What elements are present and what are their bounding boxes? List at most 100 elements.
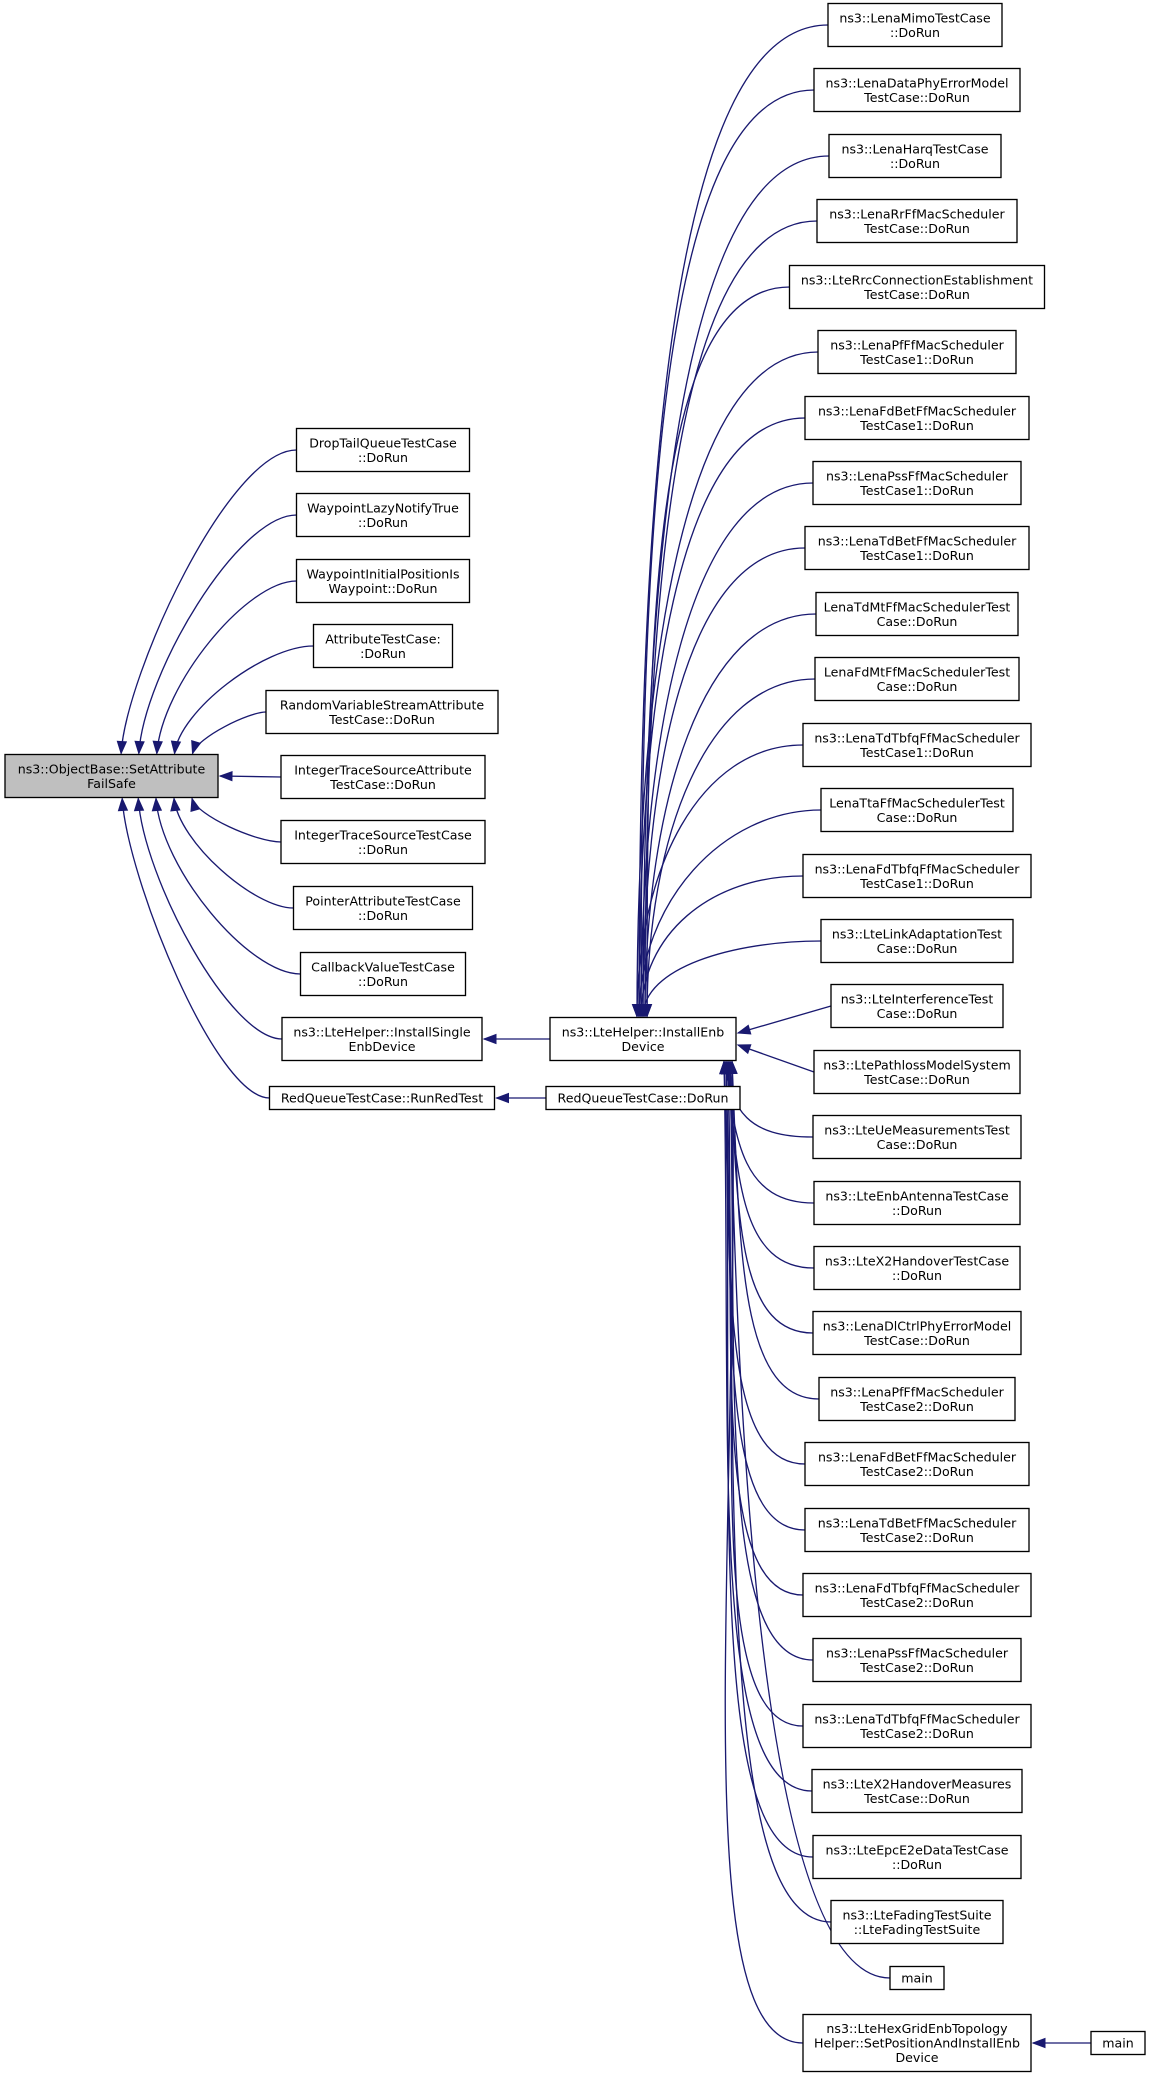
node-droptail[interactable]: DropTailQueueTestCase::DoRun bbox=[295, 427, 471, 473]
node-label-inttraceattr-line-0: IntegerTraceSourceAttribute bbox=[294, 762, 472, 777]
node-box-waypointinit[interactable] bbox=[295, 558, 471, 604]
node-pointerattr[interactable]: PointerAttributeTestCase::DoRun bbox=[292, 885, 474, 931]
node-box-attributetc[interactable] bbox=[312, 623, 454, 669]
node-c19[interactable]: ns3::LteEnbAntennaTestCase::DoRun bbox=[813, 1180, 1021, 1226]
node-c30[interactable]: ns3::LteFadingTestSuite::LteFadingTestSu… bbox=[830, 1899, 1004, 1945]
node-c20[interactable]: ns3::LteX2HandoverTestCase::DoRun bbox=[813, 1245, 1021, 1291]
node-box-c8[interactable] bbox=[812, 460, 1022, 506]
node-box-c4[interactable] bbox=[816, 198, 1018, 244]
node-box-c28[interactable] bbox=[811, 1768, 1023, 1814]
node-c3[interactable]: ns3::LenaHarqTestCase::DoRun bbox=[828, 133, 1002, 179]
node-inttraceattr[interactable]: IntegerTraceSourceAttributeTestCase::DoR… bbox=[280, 754, 486, 800]
node-box-c13[interactable] bbox=[820, 787, 1014, 833]
node-box-c23[interactable] bbox=[804, 1441, 1030, 1487]
node-box-c2[interactable] bbox=[813, 67, 1021, 113]
node-box-installsingle[interactable] bbox=[281, 1016, 483, 1062]
node-box-droptail[interactable] bbox=[295, 427, 471, 473]
node-c26[interactable]: ns3::LenaPssFfMacSchedulerTestCase2::DoR… bbox=[812, 1637, 1022, 1683]
node-c24[interactable]: ns3::LenaTdBetFfMacSchedulerTestCase2::D… bbox=[804, 1507, 1030, 1553]
node-c27[interactable]: ns3::LenaTdTbfqFfMacSchedulerTestCase2::… bbox=[802, 1703, 1032, 1749]
node-box-c27[interactable] bbox=[802, 1703, 1032, 1749]
node-box-pointerattr[interactable] bbox=[292, 885, 474, 931]
node-c2[interactable]: ns3::LenaDataPhyErrorModelTestCase::DoRu… bbox=[813, 67, 1021, 113]
node-main2[interactable]: main bbox=[1090, 2030, 1146, 2056]
node-main1[interactable]: main bbox=[889, 1965, 945, 1991]
node-inttrace[interactable]: IntegerTraceSourceTestCase::DoRun bbox=[280, 819, 486, 865]
node-box-waypointlazy[interactable] bbox=[295, 492, 471, 538]
node-box-c26[interactable] bbox=[812, 1637, 1022, 1683]
node-c9[interactable]: ns3::LenaTdBetFfMacSchedulerTestCase1::D… bbox=[804, 525, 1030, 571]
node-c14[interactable]: ns3::LenaFdTbfqFfMacSchedulerTestCase1::… bbox=[802, 853, 1032, 899]
node-box-hexgrid[interactable] bbox=[802, 2013, 1032, 2073]
node-box-inttraceattr[interactable] bbox=[280, 754, 486, 800]
node-box-c16[interactable] bbox=[830, 983, 1004, 1029]
node-box-callbackvalue[interactable] bbox=[299, 951, 467, 997]
node-box-runred[interactable] bbox=[268, 1085, 496, 1111]
node-box-inttrace[interactable] bbox=[280, 819, 486, 865]
node-box-c15[interactable] bbox=[820, 918, 1014, 964]
node-box-c5[interactable] bbox=[788, 264, 1046, 310]
node-box-c3[interactable] bbox=[828, 133, 1002, 179]
node-box-c6[interactable] bbox=[817, 329, 1017, 375]
node-c17[interactable]: ns3::LtePathlossModelSystemTestCase::DoR… bbox=[813, 1049, 1021, 1095]
node-box-c19[interactable] bbox=[813, 1180, 1021, 1226]
edge-droptail-to-root bbox=[120, 449, 297, 754]
node-c22[interactable]: ns3::LenaPfFfMacSchedulerTestCase2::DoRu… bbox=[818, 1376, 1016, 1422]
edge-c7-to-installenb bbox=[638, 417, 806, 1017]
node-hexgrid[interactable]: ns3::LteHexGridEnbTopologyHelper::SetPos… bbox=[802, 2013, 1032, 2073]
node-c21[interactable]: ns3::LenaDlCtrlPhyErrorModelTestCase::Do… bbox=[812, 1310, 1022, 1356]
node-c25[interactable]: ns3::LenaFdTbfqFfMacSchedulerTestCase2::… bbox=[802, 1572, 1032, 1618]
node-c29[interactable]: ns3::LteEpcE2eDataTestCase::DoRun bbox=[812, 1834, 1022, 1880]
node-box-c29[interactable] bbox=[812, 1834, 1022, 1880]
node-box-c9[interactable] bbox=[804, 525, 1030, 571]
node-callbackvalue[interactable]: CallbackValueTestCase::DoRun bbox=[299, 951, 467, 997]
node-box-c18[interactable] bbox=[812, 1114, 1022, 1160]
node-c6[interactable]: ns3::LenaPfFfMacSchedulerTestCase1::DoRu… bbox=[817, 329, 1017, 375]
node-c23[interactable]: ns3::LenaFdBetFfMacSchedulerTestCase2::D… bbox=[804, 1441, 1030, 1487]
node-reddorun[interactable]: RedQueueTestCase::DoRun bbox=[545, 1085, 741, 1111]
node-box-c11[interactable] bbox=[814, 656, 1020, 702]
node-c5[interactable]: ns3::LteRrcConnectionEstablishmentTestCa… bbox=[788, 264, 1046, 310]
node-box-root[interactable] bbox=[4, 753, 219, 799]
node-attributetc[interactable]: AttributeTestCase::DoRun bbox=[312, 623, 454, 669]
node-c1[interactable]: ns3::LenaMimoTestCase::DoRun bbox=[827, 2, 1003, 48]
node-runred[interactable]: RedQueueTestCase::RunRedTest bbox=[268, 1085, 496, 1111]
node-box-c22[interactable] bbox=[818, 1376, 1016, 1422]
node-label-c13-line-1: Case::DoRun bbox=[877, 810, 958, 825]
node-box-c10[interactable] bbox=[815, 591, 1019, 637]
node-box-c21[interactable] bbox=[812, 1310, 1022, 1356]
node-c12[interactable]: ns3::LenaTdTbfqFfMacSchedulerTestCase1::… bbox=[802, 722, 1032, 768]
node-randomvar[interactable]: RandomVariableStreamAttributeTestCase::D… bbox=[265, 689, 499, 735]
node-box-c20[interactable] bbox=[813, 1245, 1021, 1291]
node-box-randomvar[interactable] bbox=[265, 689, 499, 735]
node-c7[interactable]: ns3::LenaFdBetFfMacSchedulerTestCase1::D… bbox=[804, 395, 1030, 441]
node-box-c7[interactable] bbox=[804, 395, 1030, 441]
node-box-installenb[interactable] bbox=[549, 1016, 737, 1062]
node-box-c12[interactable] bbox=[802, 722, 1032, 768]
node-box-c14[interactable] bbox=[802, 853, 1032, 899]
node-box-reddorun[interactable] bbox=[545, 1085, 741, 1111]
node-box-c1[interactable] bbox=[827, 2, 1003, 48]
node-box-c17[interactable] bbox=[813, 1049, 1021, 1095]
edge-c5-to-installenb bbox=[646, 286, 790, 1017]
node-label-callbackvalue-line-1: ::DoRun bbox=[358, 974, 408, 989]
node-box-main1[interactable] bbox=[889, 1965, 945, 1991]
node-c8[interactable]: ns3::LenaPssFfMacSchedulerTestCase1::DoR… bbox=[812, 460, 1022, 506]
node-box-main2[interactable] bbox=[1090, 2030, 1146, 2056]
node-box-c24[interactable] bbox=[804, 1507, 1030, 1553]
node-c28[interactable]: ns3::LteX2HandoverMeasuresTestCase::DoRu… bbox=[811, 1768, 1023, 1814]
node-box-c25[interactable] bbox=[802, 1572, 1032, 1618]
node-waypointlazy[interactable]: WaypointLazyNotifyTrue::DoRun bbox=[295, 492, 471, 538]
node-box-c30[interactable] bbox=[830, 1899, 1004, 1945]
